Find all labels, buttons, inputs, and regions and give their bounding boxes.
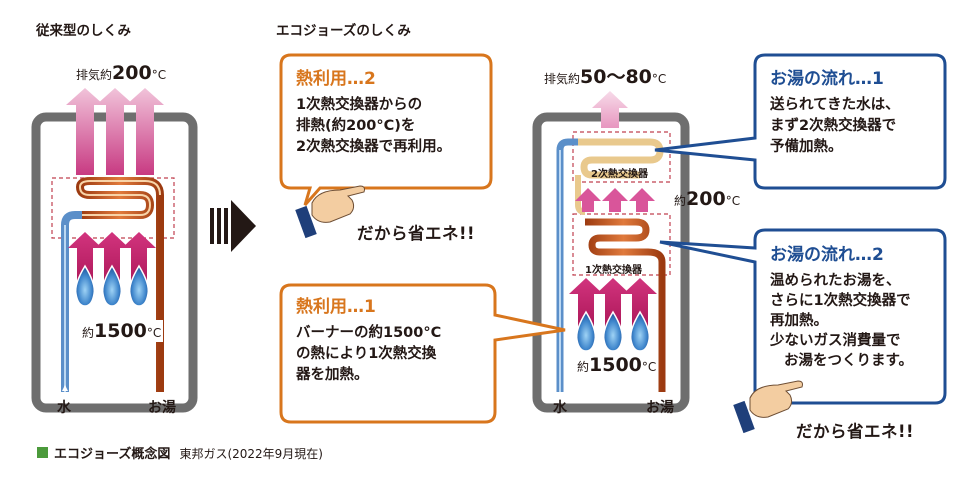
figure-caption: エコジョーズ概念図 東邦ガス(2022年9月現在) [54, 443, 323, 462]
conventional-exhaust-arrows [66, 88, 164, 175]
ecojoes-mid-heat-arrows [575, 188, 655, 212]
callout-flow2: お湯の流れ…2 温められたお湯を、 さらに1次熱交換器で 再加熱。 少ないガス消… [770, 240, 913, 371]
callout-flow2-line: さらに1次熱交換器で [770, 293, 911, 309]
primary-heat-exchanger [585, 218, 666, 392]
pointing-hand-icon-1 [295, 185, 365, 239]
callout-flow1-line: 送られてきた水は、 [770, 97, 900, 113]
conventional-water-label: 水 [57, 400, 71, 416]
pointing-hand-icon-2 [733, 380, 803, 434]
ecojoes-hot-water-label: お湯 [646, 400, 674, 416]
callout-flow1-title: お湯の流れ…1 [770, 69, 884, 89]
callout-flow2-title: お湯の流れ…2 [770, 245, 884, 265]
conventional-burner-temp: 約1500°C [80, 320, 164, 342]
callout-flow2-line: 温められたお湯を、 [770, 273, 901, 289]
ecojoes-exhaust-temp: 排気約50〜80°C [544, 66, 667, 88]
ecojoes-unit [532, 91, 690, 413]
transition-arrow [210, 200, 256, 252]
cold-inflow-arrow [62, 385, 68, 391]
ecojoes-burner-heat-arrows [569, 278, 657, 340]
primary-hx-label: 1次熱交換器 [585, 265, 642, 276]
callout-heat1-line: バーナーの約1500°C [296, 325, 442, 341]
ecojoes-cold-pipe [556, 138, 578, 392]
callout-heat1: 熱利用…1 バーナーの約1500°C の熱により1次熱交換 器を加熱。 [296, 292, 441, 386]
secondary-heat-exchanger [578, 138, 664, 179]
callout-heat2-title: 熱利用…2 [296, 69, 376, 89]
callout-heat2-line: 1次熱交換器からの [296, 97, 423, 113]
caption-source: 東邦ガス(2022年9月現在) [179, 447, 323, 461]
secondary-hx-zone [572, 131, 671, 183]
caption-title: エコジョーズ概念図 [54, 447, 171, 462]
callout-flow1-line: 予備加熱。 [770, 139, 843, 155]
ecojoes-water-label: 水 [553, 400, 567, 416]
conventional-unit [31, 88, 198, 413]
callout-heat2-line: 2次熱交換器で再利用。 [296, 139, 452, 155]
callout-heat1-bubble [279, 283, 566, 424]
callout-heat2-bubble [279, 53, 493, 206]
callout-flow2-line: お湯をつくります。 [784, 353, 914, 369]
conventional-hot-water-label: お湯 [148, 400, 176, 416]
ecojoes-mid-temp: 約200°C [674, 188, 741, 210]
secondary-hx-label: 2次熱交換器 [591, 169, 648, 180]
callout-flow2-line: 再加熱。 [770, 313, 828, 329]
caption-square [37, 447, 48, 458]
conventional-exhaust-temp: 排気約200°C [76, 62, 167, 84]
callout-flow1-bubble [654, 53, 947, 190]
callout-heat1-title: 熱利用…1 [296, 297, 376, 317]
callout-flow1: お湯の流れ…1 送られてきた水は、 まず2次熱交換器で 予備加熱。 [770, 64, 900, 158]
conventional-cold-pipe [61, 211, 82, 392]
callout-flow2-line: 少ないガス消費量で [770, 333, 901, 349]
callout-heat1-line: 器を加熱。 [296, 367, 369, 383]
heading-ecojoes: エコジョーズのしくみ [276, 23, 411, 39]
slogan-energy-saving-1: だから省エネ!! [357, 224, 476, 243]
ecojoes-burner-temp: 約1500°C [575, 354, 659, 376]
ecojoes-burner-flames [575, 310, 651, 352]
slogan-energy-saving-2: だから省エネ!! [796, 422, 915, 441]
callout-heat1-line: の熱により1次熱交換 [296, 346, 437, 362]
conventional-burner-flames [74, 264, 150, 307]
callout-flow1-line: まず2次熱交換器で [770, 118, 897, 134]
callout-heat2: 熱利用…2 1次熱交換器からの 排熱(約200°C)を 2次熱交換器で再利用。 [296, 64, 451, 158]
callout-heat2-line: 排熱(約200°C)を [296, 118, 416, 134]
heading-conventional: 従来型のしくみ [36, 23, 132, 39]
ecojoes-exhaust-arrow [592, 91, 628, 128]
